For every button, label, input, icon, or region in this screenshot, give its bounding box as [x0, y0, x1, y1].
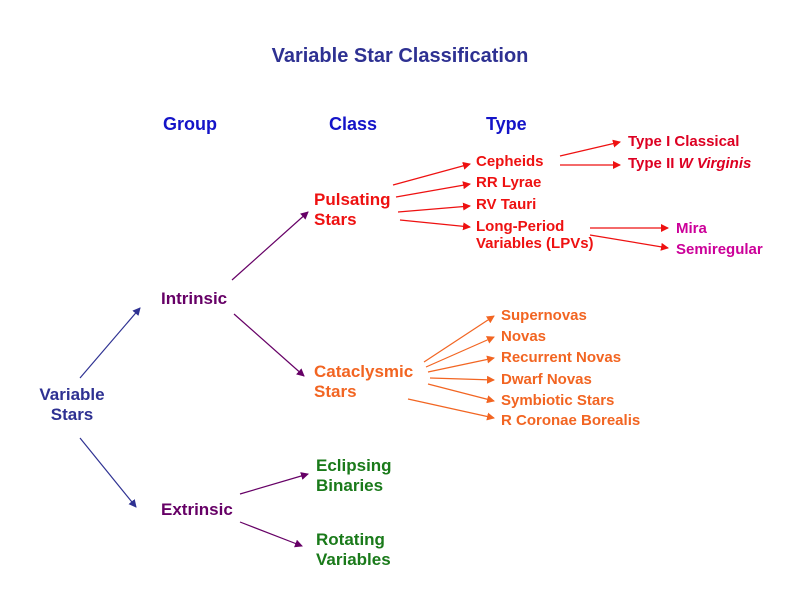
arrow-pulsating-to-rvtauri [397, 202, 471, 213]
type-dwarf-novas: Dwarf Novas [501, 371, 592, 388]
type-rv-tauri: RV Tauri [476, 196, 537, 213]
type-rr-lyrae: RR Lyrae [476, 174, 542, 191]
arrow-extrinsic-to-eclipsing [239, 472, 309, 495]
type-novas: Novas [501, 328, 547, 345]
rotating-line1: Rotating [316, 530, 385, 549]
arrow-pulsating-to-rrlyrae [395, 181, 471, 198]
class-rotating-variables: Rotating Variables [316, 530, 391, 569]
lpv-line1: Long-Period [476, 218, 565, 235]
subtype-mira: Mira [676, 220, 707, 237]
type2-prefix: Type II [628, 155, 679, 172]
type-long-period-variables: Long-Period Variables (LPVs) [476, 218, 594, 253]
group-extrinsic: Extrinsic [161, 500, 233, 519]
rotating-line2: Variables [316, 549, 391, 569]
cataclysmic-line2: Stars [314, 381, 357, 401]
cataclysmic-line1: Cataclysmic [314, 362, 414, 381]
arrow-intrinsic-to-cataclysmic [233, 313, 305, 377]
eclipsing-line1: Eclipsing [316, 456, 392, 475]
type-recurrent-novas: Recurrent Novas [501, 349, 622, 366]
arrow-root-to-intrinsic [79, 307, 141, 379]
arrow-intrinsic-to-pulsating [231, 211, 309, 281]
diagram-title: Variable Star Classification [271, 45, 529, 67]
arrow-cataclysmic-to-novas [425, 336, 495, 368]
arrow-lpv-to-semiregular [589, 234, 669, 251]
root-variable-stars: Variable Stars [30, 385, 114, 424]
arrow-cataclysmic-to-symbiotic [427, 383, 495, 404]
type-supernovas: Supernovas [501, 307, 587, 324]
pulsating-line1: Pulsating [314, 190, 391, 209]
eclipsing-line2: Binaries [316, 475, 384, 495]
arrow-pulsating-to-cepheids [392, 161, 471, 186]
root-line1: Variable [39, 385, 105, 404]
arrow-pulsating-to-lpv [399, 219, 471, 231]
type2-name: W Virginis [678, 155, 752, 172]
subtype-type-ii-w-virginis: Type II W Virginis [628, 155, 751, 172]
type-symbiotic-stars: Symbiotic Stars [501, 392, 615, 409]
group-intrinsic: Intrinsic [161, 289, 228, 308]
subtype-type-i-classical: Type I Classical [628, 133, 740, 150]
arrow-cepheids-to-type1 [559, 139, 621, 157]
arrow-cataclysmic-to-supernovas [423, 315, 495, 363]
class-pulsating-stars: Pulsating Stars [314, 190, 391, 229]
subtype-semiregular: Semiregular [676, 241, 763, 258]
root-line2: Stars [50, 404, 94, 424]
header-type: Type [486, 114, 527, 134]
arrow-extrinsic-to-rotating [239, 521, 303, 548]
pulsating-line2: Stars [314, 209, 357, 229]
lpv-line2: Variables (LPVs) [476, 235, 594, 253]
arrow-cataclysmic-to-recurrent [427, 355, 495, 373]
class-eclipsing-binaries: Eclipsing Binaries [316, 456, 392, 495]
class-cataclysmic-stars: Cataclysmic Stars [314, 362, 413, 401]
header-class: Class [329, 114, 378, 134]
arrow-cataclysmic-to-dwarf [429, 375, 495, 384]
arrow-root-to-extrinsic [79, 437, 137, 508]
type-r-coronae-borealis: R Coronae Borealis [501, 412, 641, 429]
type-cepheids: Cepheids [476, 153, 544, 170]
arrow-cataclysmic-to-rcoronae [407, 398, 495, 421]
header-group: Group [163, 114, 217, 134]
